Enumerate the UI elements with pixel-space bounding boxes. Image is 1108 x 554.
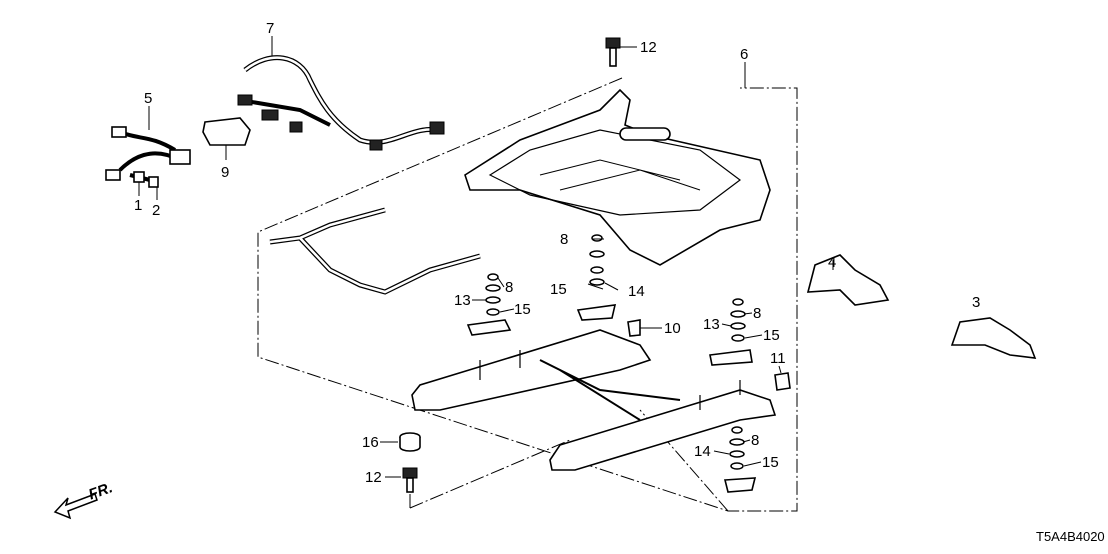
callout-10: 10 <box>664 320 681 337</box>
callout-13-a: 13 <box>454 292 471 309</box>
callout-16: 16 <box>362 434 379 451</box>
callout-6: 6 <box>740 46 748 63</box>
callout-3: 3 <box>972 294 980 311</box>
callout-1: 1 <box>134 197 142 214</box>
seat-slide-rails <box>411 329 777 471</box>
callout-15-d: 15 <box>762 454 779 471</box>
seat-frame-part-6 <box>464 88 771 266</box>
callout-8-c: 8 <box>753 305 761 322</box>
callout-15-a: 15 <box>550 281 567 298</box>
rod-assembly <box>269 207 481 295</box>
front-arrow-icon <box>53 493 98 520</box>
callout-8-a: 8 <box>560 231 568 248</box>
callout-14-a: 14 <box>628 283 645 300</box>
front-indicator-label: FR. <box>86 479 115 503</box>
callout-5: 5 <box>144 90 152 107</box>
cap-part-16 <box>380 432 421 452</box>
callout-12-bottom: 12 <box>365 469 382 486</box>
callout-7: 7 <box>266 20 274 37</box>
callout-2: 2 <box>152 202 160 219</box>
diagram-code: T5A4B4020 <box>1036 529 1105 544</box>
callout-15-c: 15 <box>763 327 780 344</box>
bolt-part-12-top <box>605 37 637 67</box>
callout-15-b: 15 <box>514 301 531 318</box>
callout-11: 11 <box>770 350 786 367</box>
callout-9: 9 <box>221 164 229 181</box>
cover-part-4 <box>806 254 890 306</box>
callout-8-d: 8 <box>751 432 759 449</box>
callout-12-top: 12 <box>640 39 657 56</box>
callout-14-b: 14 <box>694 443 711 460</box>
wire-harness-part-7 <box>237 36 445 151</box>
callout-13-b: 13 <box>703 316 720 333</box>
callout-8-b: 8 <box>505 279 513 296</box>
cover-part-3 <box>950 317 1037 359</box>
bolt-part-12-bottom <box>385 467 418 493</box>
control-unit-part-9 <box>202 117 251 160</box>
fastener-stacks <box>466 234 791 493</box>
sub-harness-part-5 <box>105 106 191 200</box>
assembly-outline <box>257 62 798 512</box>
callout-4: 4 <box>828 254 836 271</box>
